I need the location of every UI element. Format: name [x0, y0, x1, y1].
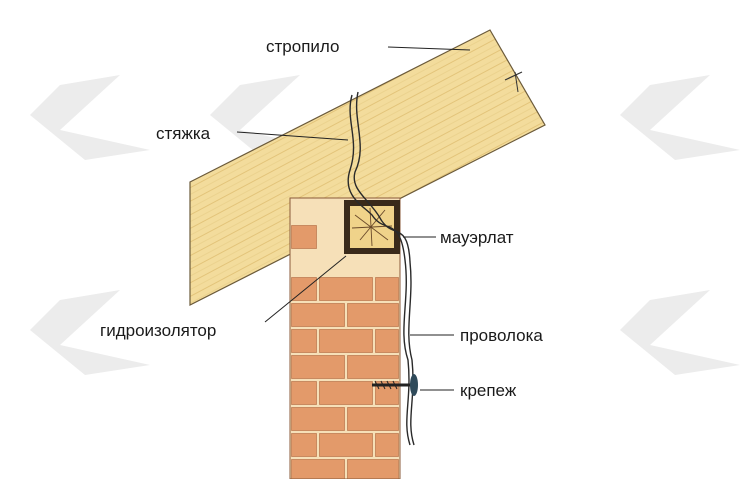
brick — [347, 459, 399, 479]
brick — [319, 329, 373, 353]
brick — [375, 277, 399, 301]
brick — [291, 407, 345, 431]
brick — [291, 303, 345, 327]
brick — [291, 225, 317, 249]
label-fastener: крепеж — [460, 381, 517, 400]
wire-illustration — [347, 91, 415, 446]
brick — [291, 381, 317, 405]
label-tie: стяжка — [156, 124, 211, 143]
brick — [375, 433, 399, 457]
brick — [319, 381, 373, 405]
label-wire: проволока — [460, 326, 543, 345]
rafter-illustration — [189, 29, 546, 306]
fastener-illustration — [372, 374, 418, 396]
label-waterproofing: гидроизолятор — [100, 321, 216, 340]
label-mauerlat: мауэрлат — [440, 228, 514, 247]
brick — [347, 407, 399, 431]
brick — [375, 329, 399, 353]
label-rafter: стропило — [266, 37, 339, 56]
brick — [291, 433, 317, 457]
watermark-arrow-icon — [620, 290, 740, 375]
brick — [347, 303, 399, 327]
watermark-arrow-icon — [620, 75, 740, 160]
watermark-icons — [30, 75, 740, 375]
brick — [291, 355, 345, 379]
brick — [291, 459, 345, 479]
watermark-arrow-icon — [210, 75, 330, 160]
brick — [319, 433, 373, 457]
watermark-arrow-icon — [30, 75, 150, 160]
mauerlat-illustration — [344, 200, 400, 254]
brick — [347, 355, 399, 379]
brick — [319, 277, 373, 301]
brick — [291, 329, 317, 353]
leader-lines — [236, 46, 471, 391]
watermark-arrow-icon — [30, 290, 150, 375]
